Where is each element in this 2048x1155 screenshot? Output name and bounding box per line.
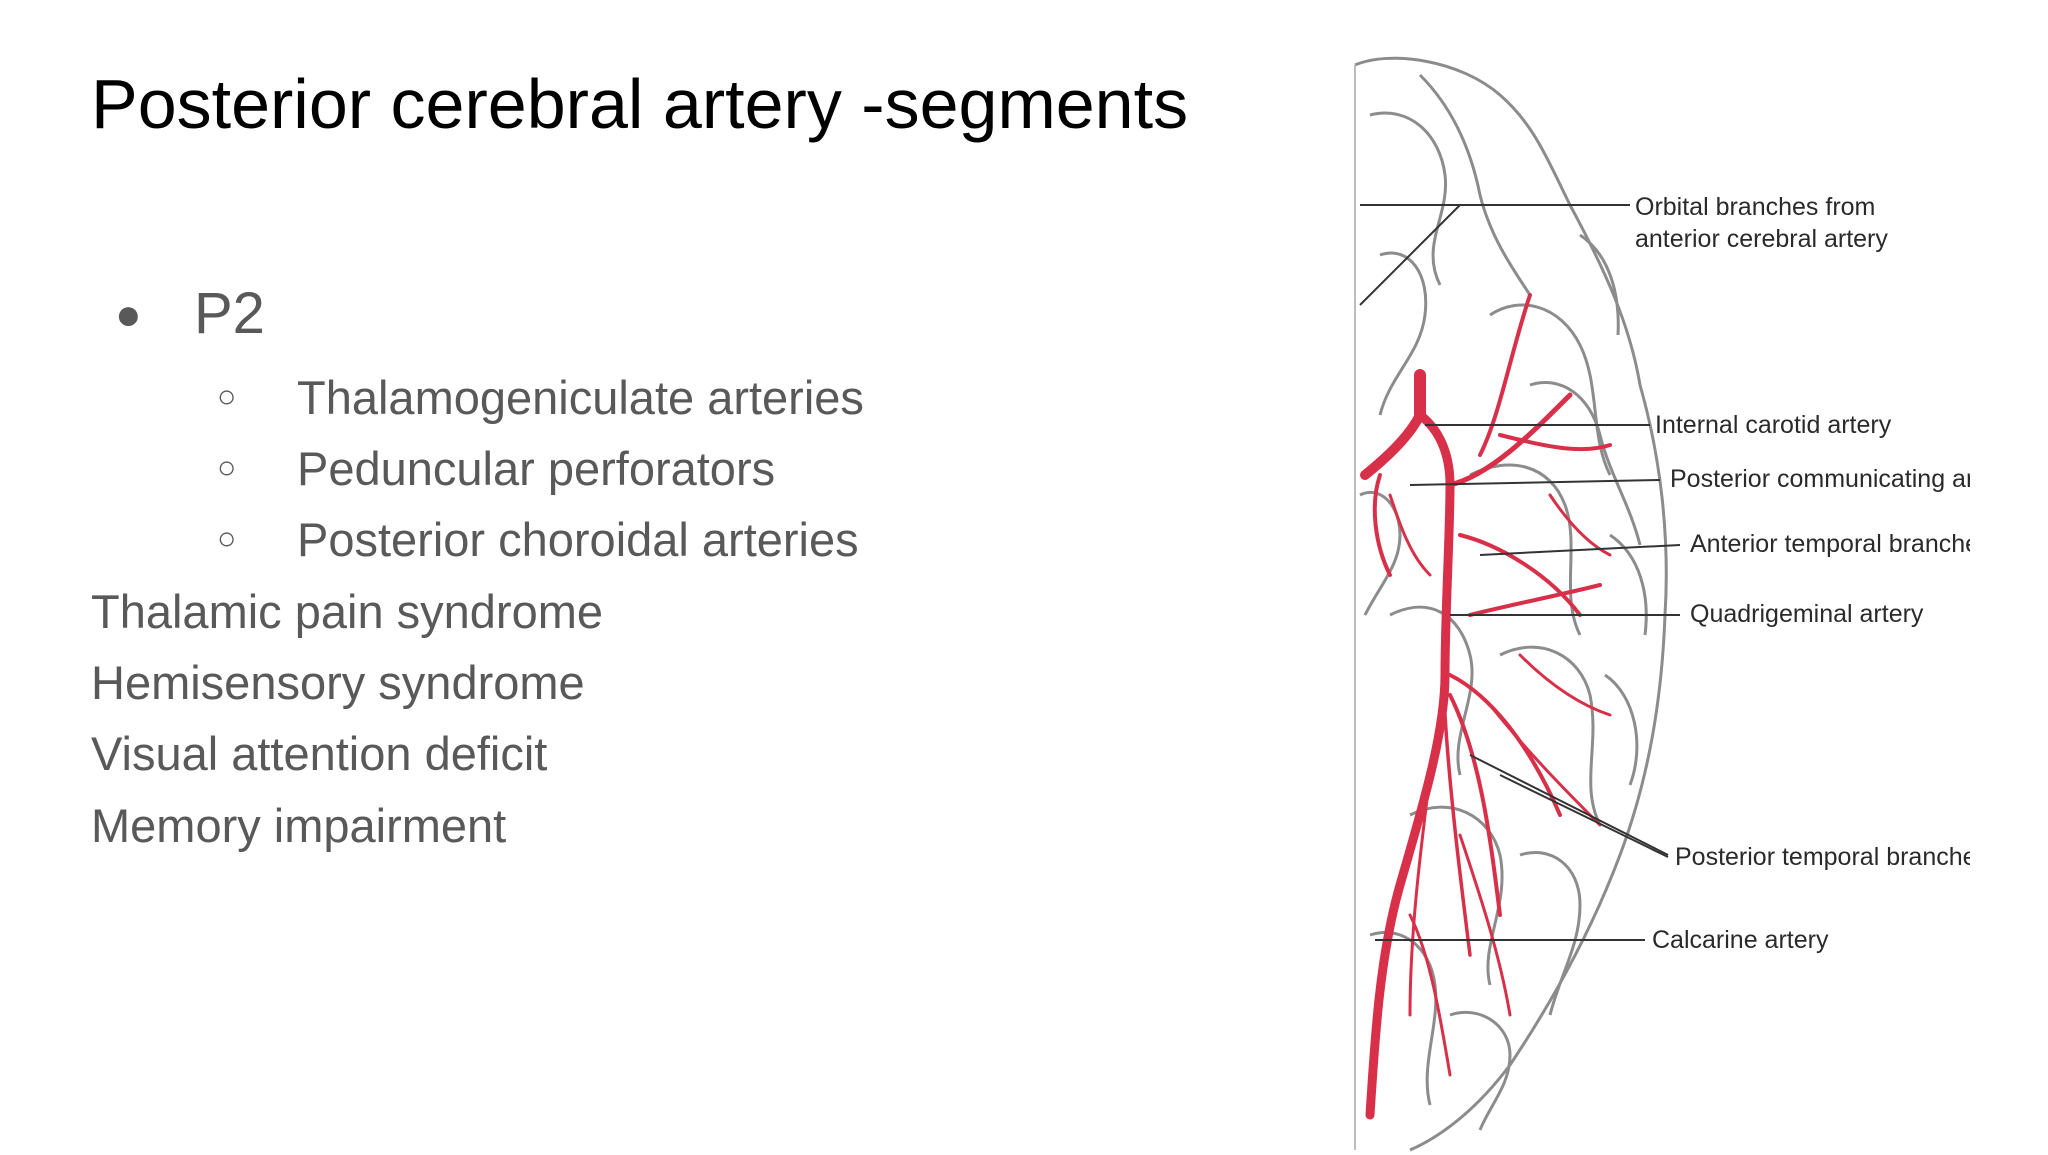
text-line: Visual attention deficit: [91, 727, 548, 780]
bullet-dot-icon: ●: [115, 290, 142, 339]
label-internal-carotid: Internal carotid artery: [1655, 411, 1892, 439]
label-posterior-temporal: Posterior temporal branches: [1675, 843, 1970, 871]
sub-item-text: Posterior choroidal arteries: [297, 513, 859, 566]
label-quadrigeminal: Quadrigeminal artery: [1690, 600, 1924, 628]
circle-bullet-icon: ○: [217, 520, 237, 556]
bullet-text: P2: [194, 281, 265, 346]
label-orbital-line2: anterior cerebral artery: [1635, 225, 1888, 253]
figure-labels: Orbital branches from anterior cerebral …: [1635, 193, 1970, 954]
label-anterior-temporal: Anterior temporal branches: [1690, 530, 1970, 558]
brain-outline: [1354, 56, 1668, 1152]
pca-anatomy-illustration: Orbital branches from anterior cerebral …: [1354, 56, 1970, 1152]
text-line: Memory impairment: [91, 799, 507, 852]
text-line: Thalamic pain syndrome: [91, 585, 603, 638]
leader-lines: [1359, 204, 1681, 941]
circle-bullet-icon: ○: [217, 449, 237, 485]
slide-title: Posterior cerebral artery -segments: [91, 65, 1189, 143]
text-line: Hemisensory syndrome: [91, 656, 585, 709]
label-calcarine: Calcarine artery: [1652, 926, 1829, 954]
sub-item-text: Thalamogeniculate arteries: [297, 371, 864, 424]
label-posterior-communicating: Posterior communicating artery: [1670, 465, 1970, 493]
sub-item-text: Peduncular perforators: [297, 442, 776, 495]
circle-bullet-icon: ○: [217, 378, 237, 414]
label-orbital-line1: Orbital branches from: [1635, 193, 1875, 221]
artery-network: [1360, 293, 1612, 1120]
